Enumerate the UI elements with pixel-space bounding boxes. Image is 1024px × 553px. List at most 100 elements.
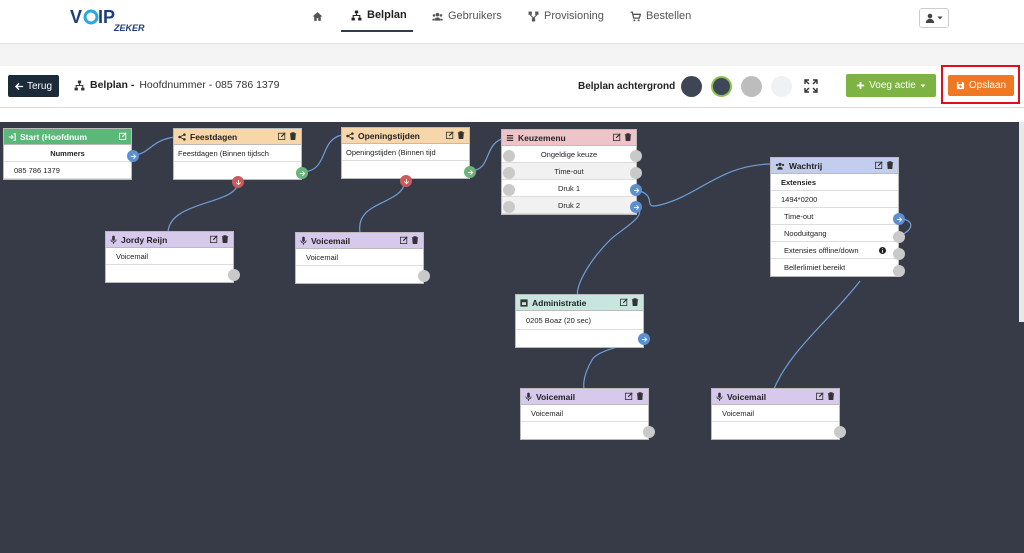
trash-icon[interactable] bbox=[636, 392, 644, 400]
node-voicemail-3[interactable]: Voicemail Voicemail bbox=[711, 388, 846, 440]
trash-icon[interactable] bbox=[221, 235, 229, 243]
node-title: Voicemail bbox=[311, 235, 351, 246]
swatch-light[interactable] bbox=[771, 76, 792, 97]
output-port[interactable] bbox=[630, 167, 642, 179]
node-openingstijden-header[interactable]: Openingstijden bbox=[342, 128, 469, 144]
edit-icon[interactable] bbox=[625, 392, 633, 400]
sitemap-icon bbox=[351, 10, 362, 20]
node-voicemail-3-header[interactable]: Voicemail bbox=[712, 389, 839, 405]
output-port[interactable] bbox=[893, 231, 905, 243]
trash-icon[interactable] bbox=[411, 236, 419, 244]
output-port[interactable] bbox=[643, 426, 655, 438]
output-port[interactable] bbox=[630, 184, 642, 196]
node-row: Voicemail bbox=[521, 405, 648, 422]
input-port[interactable] bbox=[503, 184, 515, 196]
node-openingstijden[interactable]: Openingstijden Openingstijden (Binnen ti… bbox=[341, 127, 476, 187]
node-voicemail-1[interactable]: Voicemail Voicemail bbox=[295, 232, 430, 284]
node-voicemail-1-header[interactable]: Voicemail bbox=[296, 233, 423, 249]
nav-bestellen[interactable]: Bestellen bbox=[630, 0, 691, 32]
info-icon[interactable] bbox=[879, 247, 886, 254]
node-title: Feestdagen bbox=[190, 131, 238, 142]
swatch-grey[interactable] bbox=[741, 76, 762, 97]
input-port[interactable] bbox=[503, 201, 515, 213]
output-port[interactable] bbox=[630, 201, 642, 213]
node-jordy-header[interactable]: Jordy Reijn bbox=[106, 232, 233, 248]
trash-icon[interactable] bbox=[624, 133, 632, 141]
nav-home[interactable] bbox=[312, 0, 323, 32]
output-port[interactable] bbox=[893, 248, 905, 260]
trash-icon[interactable] bbox=[631, 298, 639, 306]
node-feestdagen[interactable]: Feestdagen Feestdagen (Binnen tijdsch bbox=[173, 128, 308, 188]
node-feestdagen-header[interactable]: Feestdagen bbox=[174, 129, 301, 145]
node-jordy-reijn[interactable]: Jordy Reijn Voicemail bbox=[105, 231, 240, 283]
svg-text:V: V bbox=[70, 7, 82, 27]
output-port[interactable] bbox=[418, 270, 430, 282]
edit-icon[interactable] bbox=[875, 161, 883, 169]
input-port[interactable] bbox=[503, 167, 515, 179]
microphone-icon bbox=[525, 392, 532, 401]
svg-text:IP: IP bbox=[98, 7, 115, 27]
edit-icon[interactable] bbox=[210, 235, 218, 243]
edit-icon[interactable] bbox=[119, 132, 127, 140]
edit-icon[interactable] bbox=[620, 298, 628, 306]
add-action-button[interactable]: Voeg actie bbox=[846, 74, 936, 97]
arrow-right-icon bbox=[299, 170, 305, 176]
arrow-down-icon bbox=[235, 179, 241, 185]
node-start[interactable]: Start (Hoofdnum Nummers 085 786 1379 bbox=[3, 128, 139, 180]
output-port[interactable] bbox=[893, 213, 905, 225]
edit-icon[interactable] bbox=[400, 236, 408, 244]
edit-icon[interactable] bbox=[816, 392, 824, 400]
output-port-true[interactable] bbox=[464, 166, 476, 178]
back-button-label: Terug bbox=[26, 80, 52, 92]
voipzeker-logo[interactable]: V IP ZEKER bbox=[70, 6, 160, 32]
input-port[interactable] bbox=[503, 150, 515, 162]
node-wachtrij-header[interactable]: Wachtrij bbox=[771, 158, 898, 174]
page-title: Belplan - Hoofdnummer - 085 786 1379 bbox=[74, 79, 279, 91]
trash-icon[interactable] bbox=[886, 161, 894, 169]
output-port-true[interactable] bbox=[296, 167, 308, 179]
output-port[interactable] bbox=[127, 150, 139, 162]
page-title-rest: Hoofdnummer - 085 786 1379 bbox=[139, 79, 280, 91]
node-voicemail-2[interactable]: Voicemail Voicemail bbox=[520, 388, 655, 440]
microphone-icon bbox=[110, 235, 117, 244]
save-button[interactable]: Opslaan bbox=[948, 75, 1014, 96]
arrow-right-icon bbox=[467, 169, 473, 175]
menu-option-row: Time-out bbox=[502, 163, 636, 180]
edit-icon[interactable] bbox=[613, 133, 621, 141]
swatch-dark-slate[interactable] bbox=[681, 76, 702, 97]
trash-icon[interactable] bbox=[457, 131, 465, 139]
edit-icon[interactable] bbox=[446, 131, 454, 139]
node-row: 0205 Boaz (20 sec) bbox=[516, 311, 643, 330]
node-keuzemenu-header[interactable]: Keuzemenu bbox=[502, 130, 636, 146]
node-start-header[interactable]: Start (Hoofdnum bbox=[4, 129, 131, 145]
nav-belplan[interactable]: Belplan bbox=[341, 0, 413, 32]
node-title: Jordy Reijn bbox=[121, 234, 168, 245]
node-administratie-header[interactable]: Administratie bbox=[516, 295, 643, 311]
output-port[interactable] bbox=[638, 333, 650, 345]
node-title: Openingstijden bbox=[358, 130, 420, 141]
nav-provisioning[interactable]: Provisioning bbox=[528, 0, 604, 32]
trash-icon[interactable] bbox=[827, 392, 835, 400]
node-voicemail-2-header[interactable]: Voicemail bbox=[521, 389, 648, 405]
output-port[interactable] bbox=[834, 426, 846, 438]
menu-option-row: Druk 1 bbox=[502, 180, 636, 197]
sitemap-icon bbox=[74, 80, 85, 90]
node-keuzemenu[interactable]: Keuzemenu Ongeldige keuze Time-out Druk … bbox=[501, 129, 642, 215]
node-administratie[interactable]: Administratie 0205 Boaz (20 sec) bbox=[515, 294, 650, 348]
node-row-empty bbox=[296, 266, 423, 283]
node-title: Keuzemenu bbox=[518, 132, 566, 143]
trash-icon[interactable] bbox=[289, 132, 297, 140]
output-port[interactable] bbox=[630, 150, 642, 162]
output-port-false[interactable] bbox=[232, 176, 244, 188]
output-port-false[interactable] bbox=[400, 175, 412, 187]
edit-icon[interactable] bbox=[278, 132, 286, 140]
node-wachtrij[interactable]: Wachtrij Extensies 1494*0200 Time-out No… bbox=[770, 157, 905, 277]
expand-icon[interactable] bbox=[804, 79, 818, 93]
back-button[interactable]: Terug bbox=[8, 75, 59, 97]
user-menu-button[interactable] bbox=[919, 8, 949, 28]
nav-gebruikers[interactable]: Gebruikers bbox=[432, 0, 502, 32]
arrow-right-icon bbox=[633, 204, 639, 210]
output-port[interactable] bbox=[893, 265, 905, 277]
swatch-dark-selected[interactable] bbox=[711, 76, 732, 97]
output-port[interactable] bbox=[228, 269, 240, 281]
